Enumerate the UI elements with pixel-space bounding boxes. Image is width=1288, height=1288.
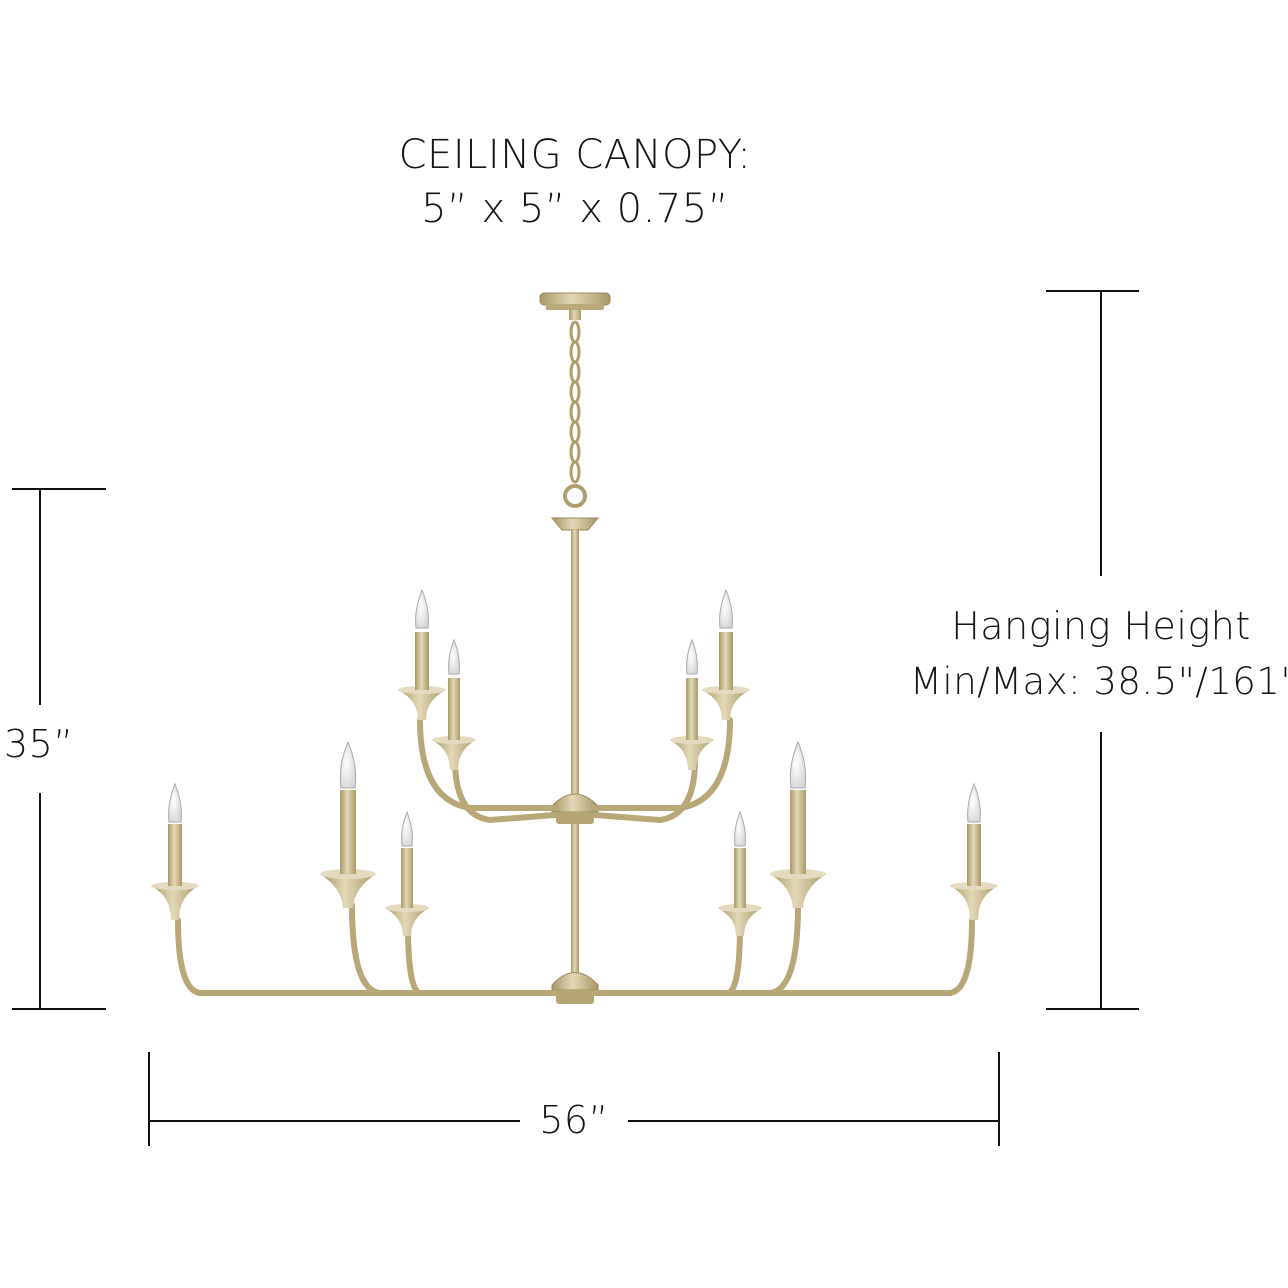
lower-arms	[175, 902, 975, 996]
hanging-height-title: Hanging Height	[951, 604, 1251, 648]
hanging-height-dimension-line	[1046, 290, 1139, 1010]
ceiling-canopy	[539, 292, 611, 320]
height-label: 35”	[4, 722, 74, 766]
hanging-height-range: Min/Max: 38.5"/161"	[910, 660, 1288, 703]
width-dimension-line	[148, 1052, 1000, 1146]
upper-arms	[417, 717, 733, 824]
chandelier-illustration	[151, 292, 998, 1004]
candle-lights	[151, 588, 998, 936]
height-dimension-line	[12, 488, 106, 1010]
canopy-dimensions: 5” x 5” x 0.75”	[421, 186, 729, 232]
canopy-title: CEILING CANOPY:	[398, 132, 752, 178]
width-label: 56”	[539, 1098, 609, 1142]
chain	[563, 320, 587, 508]
